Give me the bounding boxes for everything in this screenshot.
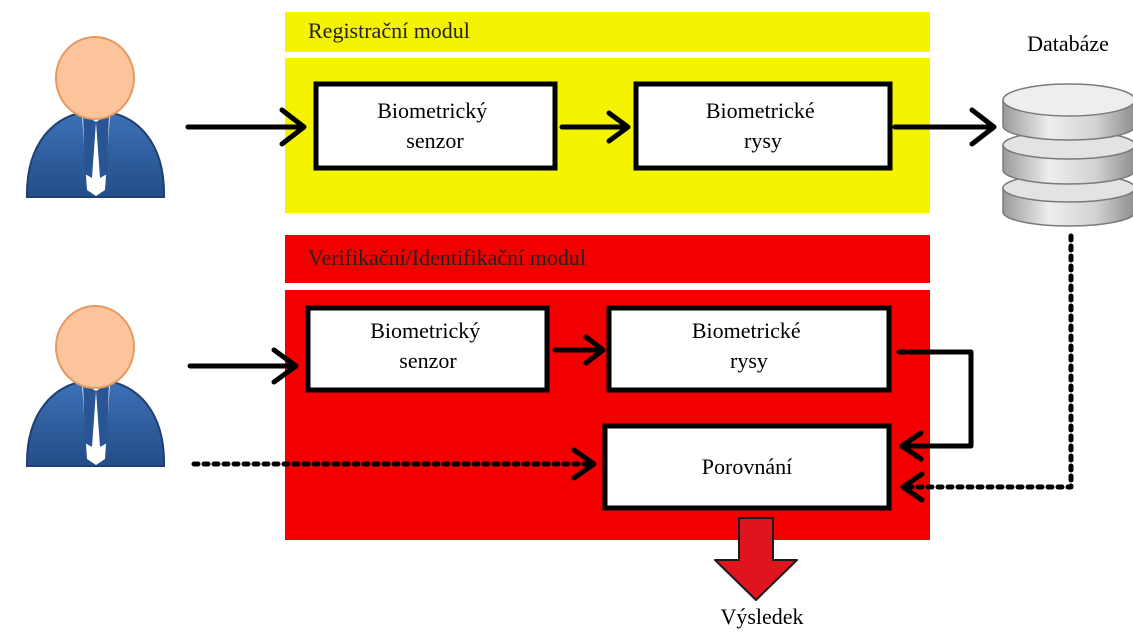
registration-sensor-box xyxy=(313,81,558,171)
svg-text:Biometrické rysy: Biometrické rysy xyxy=(692,318,806,373)
result-label: Výsledek xyxy=(720,604,803,629)
user-icon xyxy=(25,36,166,198)
verification-features-label-line1: Biometrické xyxy=(692,318,801,343)
arrow-user-to-registration-sensor xyxy=(185,107,307,147)
registration-module-title-bar xyxy=(285,12,930,52)
verification-features-box xyxy=(606,305,892,393)
registration-features-label-line1: Biometrické xyxy=(706,98,815,123)
down-arrow-icon xyxy=(714,517,798,601)
registration-features-box xyxy=(633,81,893,171)
verification-module-title: Verifikační/Identifikační modul xyxy=(308,245,586,270)
user-icon xyxy=(25,305,166,467)
verification-module-title-bar xyxy=(285,235,930,283)
database-label: Databáze xyxy=(1027,31,1109,56)
registration-features-label-line2: rysy xyxy=(744,128,782,153)
svg-text:Biometrické rysy: Biometrické rysy xyxy=(706,98,820,153)
registration-module-title: Registrační modul xyxy=(308,18,470,43)
verification-sensor-label-line1: Biometrický xyxy=(370,318,480,343)
comparison-label: Porovnání xyxy=(702,454,792,479)
dotted-arrow-database-to-comparison xyxy=(900,233,1074,503)
arrow-registration-sensor-to-features xyxy=(559,110,631,144)
dotted-arrow-user-claim-to-comparison xyxy=(191,447,597,481)
svg-text:Biometrický senzor: Biometrický senzor xyxy=(370,318,485,373)
verification-sensor-box xyxy=(305,305,550,393)
database-icon xyxy=(1002,83,1133,227)
verification-features-label-line2: rysy xyxy=(730,348,768,373)
arrow-user-to-verification-sensor xyxy=(187,347,299,385)
arrow-features-to-database xyxy=(892,107,997,147)
arrow-features-to-comparison xyxy=(896,349,974,462)
verification-sensor-label-line2: senzor xyxy=(399,348,457,373)
svg-text:Biometrický senzor: Biometrický senzor xyxy=(377,98,492,153)
registration-sensor-label-line2: senzor xyxy=(406,128,464,153)
arrow-verification-sensor-to-features xyxy=(552,334,606,366)
comparison-box xyxy=(602,423,892,511)
registration-sensor-label-line1: Biometrický xyxy=(377,98,487,123)
